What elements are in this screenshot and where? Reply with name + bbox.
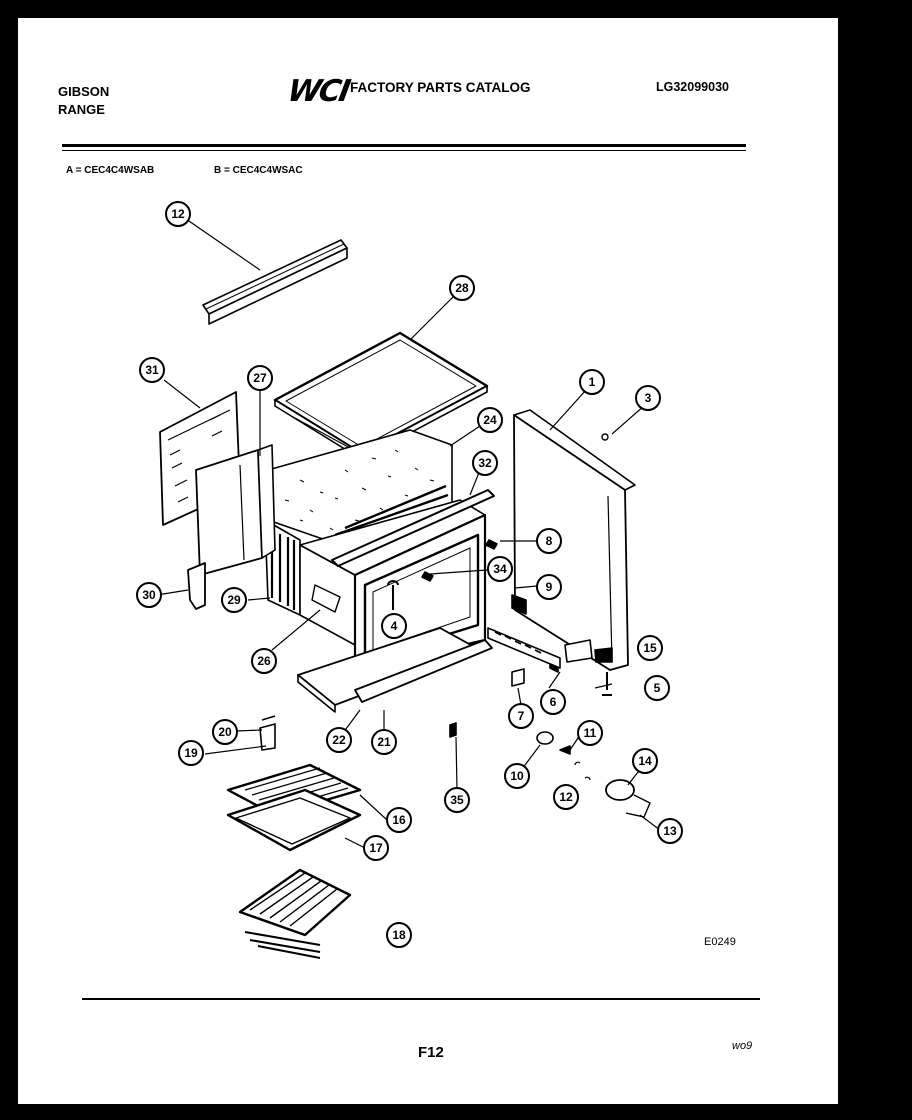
part-bottom-frame <box>297 627 561 713</box>
svg-text:12: 12 <box>171 207 185 221</box>
corner-mark: wo9 <box>732 1040 753 1052</box>
header-rule-thin <box>62 150 746 151</box>
callout-28: 28 <box>449 275 475 301</box>
svg-text:31: 31 <box>145 363 159 377</box>
callout-30: 30 <box>136 582 162 608</box>
callout-27: 27 <box>247 365 273 391</box>
svg-text:3: 3 <box>645 391 652 405</box>
callout-21: 21 <box>371 729 397 755</box>
svg-text:14: 14 <box>638 754 652 768</box>
callout-12-lower: 12 <box>553 784 579 810</box>
part-oven-rack <box>238 868 352 959</box>
svg-text:30: 30 <box>142 588 156 602</box>
svg-text:18: 18 <box>392 928 406 942</box>
page-number: F12 <box>418 1044 444 1061</box>
callout-15: 15 <box>637 635 663 661</box>
part-oven-front-trim <box>331 489 495 567</box>
svg-text:8: 8 <box>546 534 553 548</box>
callout-26: 26 <box>251 648 277 674</box>
svg-text:22: 22 <box>332 733 346 747</box>
part-broiler-pan <box>226 788 362 852</box>
part-bracket <box>187 562 206 610</box>
svg-text:5: 5 <box>654 681 661 695</box>
exploded-parts-diagram: 12 28 31 27 1 3 24 32 8 34 9 30 29 4 15 … <box>136 201 683 959</box>
callout-17: 17 <box>363 835 389 861</box>
callout-8: 8 <box>536 528 562 554</box>
footer-rule <box>82 998 760 1000</box>
svg-text:7: 7 <box>518 709 525 723</box>
callout-18: 18 <box>386 922 412 948</box>
callout-31: 31 <box>139 357 165 383</box>
callout-1: 1 <box>579 369 605 395</box>
svg-text:16: 16 <box>392 813 406 827</box>
callout-16: 16 <box>386 807 412 833</box>
svg-text:27: 27 <box>253 371 267 385</box>
catalog-title: FACTORY PARTS CATALOG <box>350 80 531 95</box>
svg-text:34: 34 <box>493 562 507 576</box>
model-b-label: B = CEC4C4WSAC <box>214 165 303 176</box>
svg-text:21: 21 <box>377 735 391 749</box>
callout-14: 14 <box>632 748 658 774</box>
callout-24: 24 <box>477 407 503 433</box>
svg-text:9: 9 <box>546 580 553 594</box>
svg-text:17: 17 <box>369 841 383 855</box>
svg-text:20: 20 <box>218 725 232 739</box>
drawing-code: E0249 <box>704 936 736 948</box>
svg-text:28: 28 <box>455 281 469 295</box>
parts-catalog-sheet: GIBSON RANGE WCI FACTORY PARTS CATALOG L… <box>18 18 838 1104</box>
small-hardware-parts <box>259 433 651 818</box>
callout-3: 3 <box>635 385 661 411</box>
svg-text:12: 12 <box>559 790 573 804</box>
product-type: RANGE <box>58 102 105 117</box>
svg-text:13: 13 <box>663 824 677 838</box>
svg-text:4: 4 <box>391 619 398 633</box>
callout-bubbles: 12 28 31 27 1 3 24 32 8 34 9 30 29 4 15 … <box>136 201 683 948</box>
header-rule <box>62 144 746 147</box>
callout-11: 11 <box>577 720 603 746</box>
callout-4: 4 <box>381 613 407 639</box>
callout-13: 13 <box>657 818 683 844</box>
callout-19: 19 <box>178 740 204 766</box>
catalog-number: LG32099030 <box>656 80 729 94</box>
part-left-side-panel <box>159 391 276 576</box>
svg-text:24: 24 <box>483 413 497 427</box>
svg-text:26: 26 <box>257 654 271 668</box>
part-top-trim-strip <box>202 239 348 325</box>
callout-35: 35 <box>444 787 470 813</box>
svg-text:11: 11 <box>584 726 597 740</box>
svg-text:29: 29 <box>227 593 241 607</box>
svg-text:15: 15 <box>643 641 657 655</box>
svg-text:1: 1 <box>589 375 596 389</box>
svg-text:10: 10 <box>510 769 524 783</box>
callout-29: 29 <box>221 587 247 613</box>
brand-name: GIBSON <box>58 84 110 99</box>
leader-lines <box>156 218 661 850</box>
callout-9: 9 <box>536 574 562 600</box>
callout-34: 34 <box>487 556 513 582</box>
callout-6-lower: 6 <box>540 689 566 715</box>
callout-12-top: 12 <box>165 201 191 227</box>
callout-20: 20 <box>212 719 238 745</box>
model-a-label: A = CEC4C4WSAB <box>66 165 155 176</box>
callout-7: 7 <box>508 703 534 729</box>
svg-text:32: 32 <box>478 456 492 470</box>
svg-text:6: 6 <box>550 695 557 709</box>
part-bracket-15 <box>564 639 613 663</box>
svg-text:19: 19 <box>184 746 198 760</box>
callout-32: 32 <box>472 450 498 476</box>
callout-22: 22 <box>326 727 352 753</box>
callout-5: 5 <box>644 675 670 701</box>
callout-10: 10 <box>504 763 530 789</box>
part-right-side-panel <box>511 409 636 671</box>
svg-text:35: 35 <box>450 793 464 807</box>
